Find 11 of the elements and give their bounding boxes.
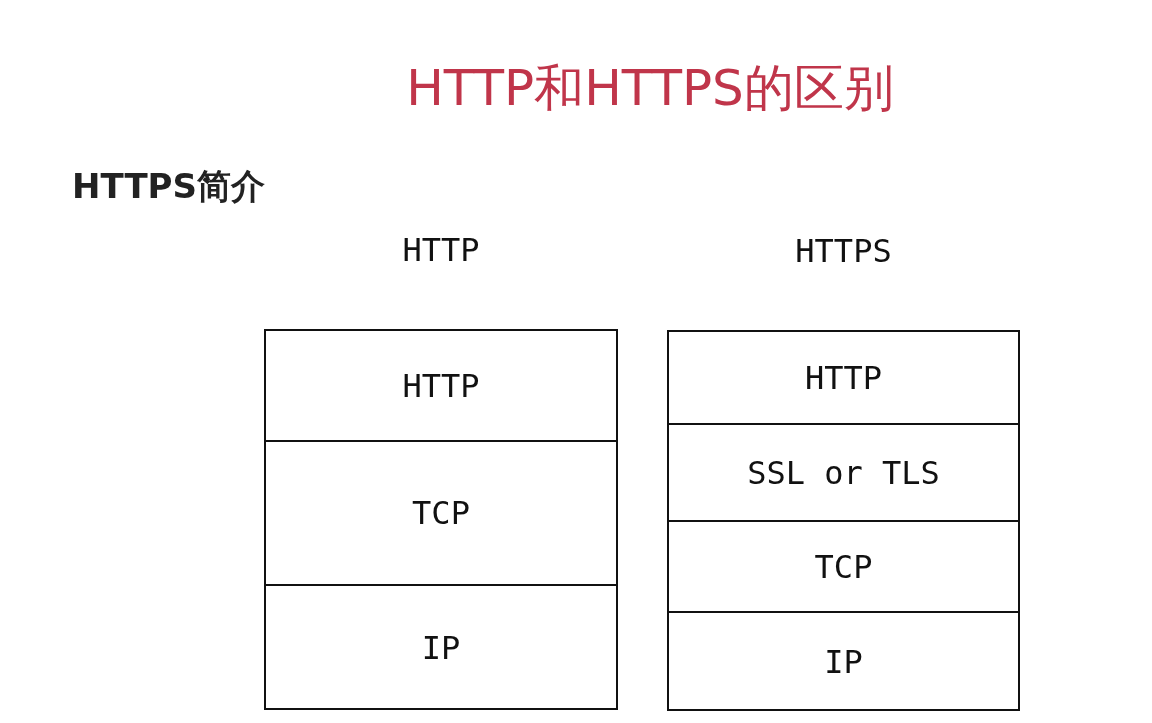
layer-label: IP <box>421 628 461 667</box>
layer-label: HTTP <box>402 366 480 405</box>
section-heading: HTTPS简介 <box>72 165 266 208</box>
layer-label: TCP <box>412 494 470 532</box>
layer-label: TCP <box>814 547 873 586</box>
title: HTTP和HTTPS的区别 <box>405 58 895 118</box>
stack-heading: HTTPS <box>794 232 893 270</box>
layer-label: IP <box>824 642 863 681</box>
stack-heading: HTTP <box>401 231 481 269</box>
layer-label: HTTP <box>804 358 883 397</box>
layer-label: SSL or TLS <box>747 453 940 492</box>
